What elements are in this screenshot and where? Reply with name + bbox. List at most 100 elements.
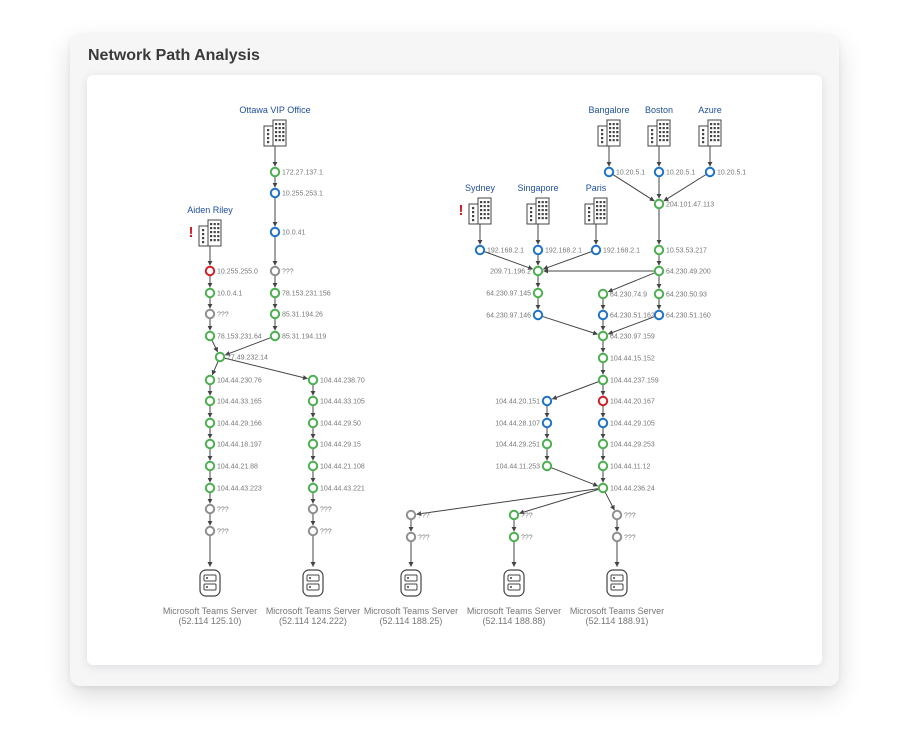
hop-marker-hop[interactable] [269,226,281,238]
hop-r3[interactable]: 104.44.29.50 [307,417,361,429]
hop-l1[interactable]: 104.44.230.76 [204,374,262,386]
hop-o5[interactable]: 78.153.231.156 [269,287,331,299]
hop-h1[interactable]: ??? [508,509,533,521]
hop-marker-ok[interactable] [597,288,609,300]
hop-bb4[interactable]: 64.230.74.9 [597,288,647,300]
hop-l5[interactable]: 104.44.21.88 [204,460,258,472]
site-bangalore[interactable]: Bangalore [588,105,630,147]
hop-l4[interactable]: 104.44.18.197 [204,438,262,450]
hop-marker-error[interactable] [597,395,609,407]
hop-h2[interactable]: ??? [508,531,533,543]
hop-marker-ok[interactable] [307,460,319,472]
hop-marker-unknown[interactable] [204,503,216,515]
hop-d1[interactable]: 104.44.20.151 [495,395,553,407]
hop-marker-ok[interactable] [597,374,609,386]
hop-k2[interactable]: ??? [611,531,636,543]
hop-marker-hop[interactable] [474,244,486,256]
hop-marker-ok[interactable] [597,330,609,342]
hop-bb[interactable]: 204.101.47.113 [653,198,714,210]
site-azure[interactable]: Azure [698,105,722,147]
hop-marker-ok[interactable] [204,438,216,450]
hop-c2[interactable]: 104.44.15.152 [597,352,655,364]
hop-o4[interactable]: ??? [269,265,294,277]
hop-e4[interactable]: 104.44.11.12 [597,460,651,472]
site-singapore[interactable]: Singapore [517,183,559,225]
hop-bb6[interactable]: 64.230.51.162 [597,309,655,321]
hop-marker-ok[interactable] [508,509,520,521]
hop-c3[interactable]: 104.44.237.159 [597,374,659,386]
hop-l3[interactable]: 104.44.29.166 [204,417,262,429]
hop-marker-ok[interactable] [214,351,226,363]
teams-server-2[interactable]: Microsoft Teams Server(52.114 124.222) [266,569,360,626]
hop-marker-ok[interactable] [541,438,553,450]
hop-marker-ok[interactable] [204,395,216,407]
hop-marker-ok[interactable] [204,330,216,342]
hop-m1[interactable]: 209.71.196.2 [490,265,544,277]
hop-marker-hop[interactable] [653,309,665,321]
hop-r5[interactable]: 104.44.21.108 [307,460,365,472]
hop-marker-ok[interactable] [597,352,609,364]
hop-marker-ok[interactable] [204,287,216,299]
hop-marker-unknown[interactable] [405,531,417,543]
hop-az1[interactable]: 10.20.5.1 [704,166,746,178]
hop-marker-ok[interactable] [597,460,609,472]
hop-marker-ok[interactable] [307,482,319,494]
hop-b1[interactable]: 10.20.5.1 [603,166,645,178]
hop-marker-hop[interactable] [704,166,716,178]
hop-marker-unknown[interactable] [307,503,319,515]
hop-marker-ok[interactable] [597,438,609,450]
hop-m3[interactable]: 64.230.97.146 [486,309,544,321]
hop-marker-ok[interactable] [269,308,281,320]
hop-marker-ok[interactable] [204,460,216,472]
hop-l8[interactable]: ??? [204,525,229,537]
hop-g1[interactable]: ??? [405,509,430,521]
hop-o2[interactable]: 10.255.253.1 [269,187,323,199]
hop-r1[interactable]: 104.44.238.70 [307,374,365,386]
teams-server-5[interactable]: Microsoft Teams Server(52.114 188.91) [570,569,664,626]
hop-r8[interactable]: ??? [307,525,332,537]
hop-l7[interactable]: ??? [204,503,229,515]
hop-marker-ok[interactable] [269,287,281,299]
hop-sg1[interactable]: 192.168.2.1 [532,244,582,256]
hop-marker-ok[interactable] [307,417,319,429]
hop-marker-hop[interactable] [653,166,665,178]
hop-e1[interactable]: 104.44.20.167 [597,395,655,407]
hop-marker-hop[interactable] [532,309,544,321]
site-boston[interactable]: Boston [645,105,673,147]
hop-bb3[interactable]: 64.230.49.200 [653,265,711,277]
hop-o1[interactable]: 172.27.137.1 [269,166,323,178]
hop-marker-ok[interactable] [532,287,544,299]
site-ottawa[interactable]: Ottawa VIP Office [239,105,311,147]
hop-bb2[interactable]: 10.53.53.217 [653,244,707,256]
hop-l2[interactable]: 104.44.33.165 [204,395,262,407]
hop-l6[interactable]: 104.44.43.223 [204,482,262,494]
teams-server-4[interactable]: Microsoft Teams Server(52.114 188.88) [467,569,561,626]
hop-a5[interactable]: 77.49.232.14 [214,351,268,363]
hop-r4[interactable]: 104.44.29.15 [307,438,361,450]
hop-marker-ok[interactable] [269,330,281,342]
hop-marker-unknown[interactable] [204,308,216,320]
hop-a1[interactable]: 10.255.255.0 [204,265,258,277]
site-aiden[interactable]: Aiden Riley! [187,205,233,247]
hop-d3[interactable]: 104.44.29.251 [495,438,553,450]
hop-marker-ok[interactable] [307,395,319,407]
hop-marker-ok[interactable] [307,438,319,450]
hop-pa1[interactable]: 192.168.2.1 [590,244,640,256]
hop-marker-ok[interactable] [653,244,665,256]
hop-bb7[interactable]: 64.230.51.160 [653,309,711,321]
hop-marker-unknown[interactable] [611,531,623,543]
hop-e2[interactable]: 104.44.29.105 [597,417,655,429]
hop-a4[interactable]: 78.153.231.64 [204,330,262,342]
hop-marker-hop[interactable] [603,166,615,178]
hop-a2[interactable]: 10.0.4.1 [204,287,243,299]
hop-marker-ok[interactable] [204,482,216,494]
hop-marker-ok[interactable] [653,198,665,210]
hop-marker-ok[interactable] [204,374,216,386]
hop-marker-ok[interactable] [653,265,665,277]
hop-marker-hop[interactable] [597,417,609,429]
hop-marker-ok[interactable] [204,417,216,429]
hop-marker-unknown[interactable] [307,525,319,537]
hop-marker-ok[interactable] [307,374,319,386]
hop-f1[interactable]: 104.44.236.24 [597,482,655,494]
hop-bb5[interactable]: 64.230.50.93 [653,288,707,300]
